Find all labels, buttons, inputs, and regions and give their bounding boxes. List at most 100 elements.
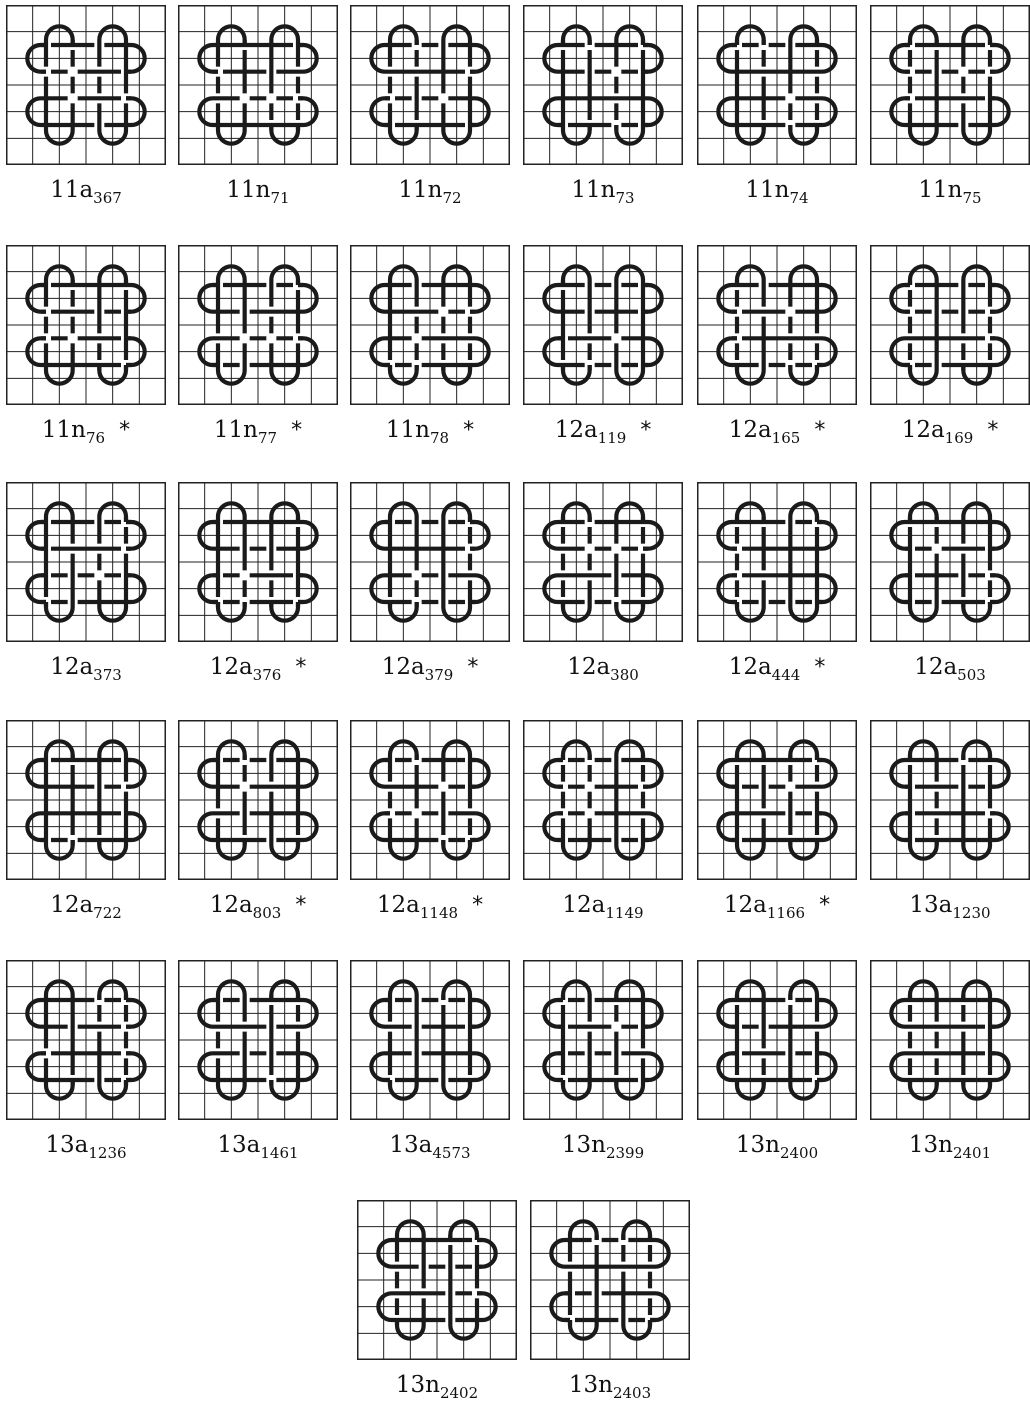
knot-cell: 13a1461 — [178, 960, 338, 1180]
knot-label: 12a169* — [870, 417, 1030, 447]
knot-index: 1149 — [605, 904, 643, 922]
knot-mosaic-diagram — [178, 720, 338, 880]
knot-label: 13a4573 — [350, 1132, 510, 1162]
knot-cell: 11n71 — [178, 5, 338, 225]
knot-index: 119 — [598, 429, 627, 447]
knot-name: 11n — [226, 177, 270, 203]
knot-name: 12a — [210, 892, 253, 918]
knot-index: 73 — [616, 189, 635, 207]
knot-index: 76 — [86, 429, 105, 447]
knot-label: 13a1461 — [178, 1132, 338, 1162]
knot-mosaic-diagram — [697, 960, 857, 1120]
knot-mosaic-diagram — [350, 5, 510, 165]
knot-mosaic-diagram — [523, 720, 683, 880]
asterisk-mark: * — [463, 418, 474, 443]
knot-label: 13n2403 — [530, 1372, 690, 1402]
knot-mosaic-diagram — [178, 482, 338, 642]
knot-mosaic-diagram — [870, 5, 1030, 165]
knot-cell: 13a1236 — [6, 960, 166, 1180]
knot-label: 11a367 — [6, 177, 166, 207]
asterisk-mark: * — [987, 418, 998, 443]
knot-name: 13a — [909, 892, 952, 918]
knot-cell: 12a803* — [178, 720, 338, 940]
knot-mosaic-diagram — [178, 5, 338, 165]
knot-cell: 11n75 — [870, 5, 1030, 225]
knot-mosaic-diagram — [697, 5, 857, 165]
knot-label: 12a376* — [178, 654, 338, 684]
knot-cell: 12a379* — [350, 482, 510, 702]
knot-name: 13n — [562, 1132, 606, 1158]
knot-mosaic-diagram — [350, 720, 510, 880]
knot-cell: 12a722 — [6, 720, 166, 940]
knot-index: 1166 — [767, 904, 805, 922]
knot-mosaic-diagram — [6, 720, 166, 880]
knot-cell: 12a119* — [523, 245, 683, 465]
asterisk-mark: * — [295, 655, 306, 680]
knot-label: 12a379* — [350, 654, 510, 684]
knot-index: 380 — [610, 666, 639, 684]
knot-name: 11n — [214, 417, 258, 443]
knot-label: 13n2399 — [523, 1132, 683, 1162]
knot-mosaic-diagram — [870, 245, 1030, 405]
knot-mosaic-diagram — [530, 1200, 690, 1360]
knot-name: 12a — [555, 417, 598, 443]
knot-name: 11n — [386, 417, 430, 443]
knot-name: 11n — [571, 177, 615, 203]
knot-name: 12a — [562, 892, 605, 918]
knot-name: 11n — [918, 177, 962, 203]
knot-mosaic-diagram — [350, 960, 510, 1120]
knot-cell: 11a367 — [6, 5, 166, 225]
knot-cell: 12a1166 * — [697, 720, 857, 940]
knot-index: 2399 — [606, 1144, 644, 1162]
knot-cell: 13n2402 — [357, 1200, 517, 1420]
knot-mosaic-diagram — [870, 960, 1030, 1120]
knot-cell: 12a503 — [870, 482, 1030, 702]
knot-cell: 11n77* — [178, 245, 338, 465]
knot-cell: 13n2399 — [523, 960, 683, 1180]
knot-cell: 13a1230 — [870, 720, 1030, 940]
asterisk-mark: * — [819, 893, 830, 918]
knot-name: 11a — [50, 177, 93, 203]
knot-label: 11n73 — [523, 177, 683, 207]
knot-index: 379 — [425, 666, 454, 684]
knot-cell: 12a376* — [178, 482, 338, 702]
knot-label: 12a1148* — [350, 892, 510, 922]
knot-mosaic-diagram — [697, 245, 857, 405]
knot-mosaic-diagram — [6, 245, 166, 405]
knot-index: 1230 — [952, 904, 990, 922]
knot-name: 12a — [724, 892, 767, 918]
knot-cell: 12a165* — [697, 245, 857, 465]
knot-index: 1148 — [420, 904, 458, 922]
knot-label: 12a373 — [6, 654, 166, 684]
knot-cell: 12a373 — [6, 482, 166, 702]
knot-index: 77 — [258, 429, 277, 447]
knot-index: 444 — [772, 666, 801, 684]
knot-cell: 13n2401 — [870, 960, 1030, 1180]
knot-label: 12a165* — [697, 417, 857, 447]
knot-label: 12a1166 * — [697, 892, 857, 922]
knot-name: 12a — [567, 654, 610, 680]
knot-name: 13n — [396, 1372, 440, 1398]
knot-label: 12a119* — [523, 417, 683, 447]
knot-index: 503 — [957, 666, 986, 684]
knot-index: 373 — [93, 666, 122, 684]
knot-name: 12a — [50, 892, 93, 918]
knot-cell: 11n72 — [350, 5, 510, 225]
knot-label: 11n71 — [178, 177, 338, 207]
knot-cell: 12a1149 — [523, 720, 683, 940]
knot-mosaic-diagram — [870, 720, 1030, 880]
knot-index: 1236 — [88, 1144, 126, 1162]
knot-index: 75 — [963, 189, 982, 207]
knot-mosaic-diagram — [523, 482, 683, 642]
knot-name: 13n — [736, 1132, 780, 1158]
knot-cell: 13n2400 — [697, 960, 857, 1180]
knot-mosaic-diagram — [357, 1200, 517, 1360]
knot-label: 12a1149 — [523, 892, 683, 922]
knot-index: 72 — [443, 189, 462, 207]
knot-label: 12a503 — [870, 654, 1030, 684]
knot-label: 11n72 — [350, 177, 510, 207]
knot-name: 12a — [729, 654, 772, 680]
knot-name: 11n — [42, 417, 86, 443]
asterisk-mark: * — [472, 893, 483, 918]
